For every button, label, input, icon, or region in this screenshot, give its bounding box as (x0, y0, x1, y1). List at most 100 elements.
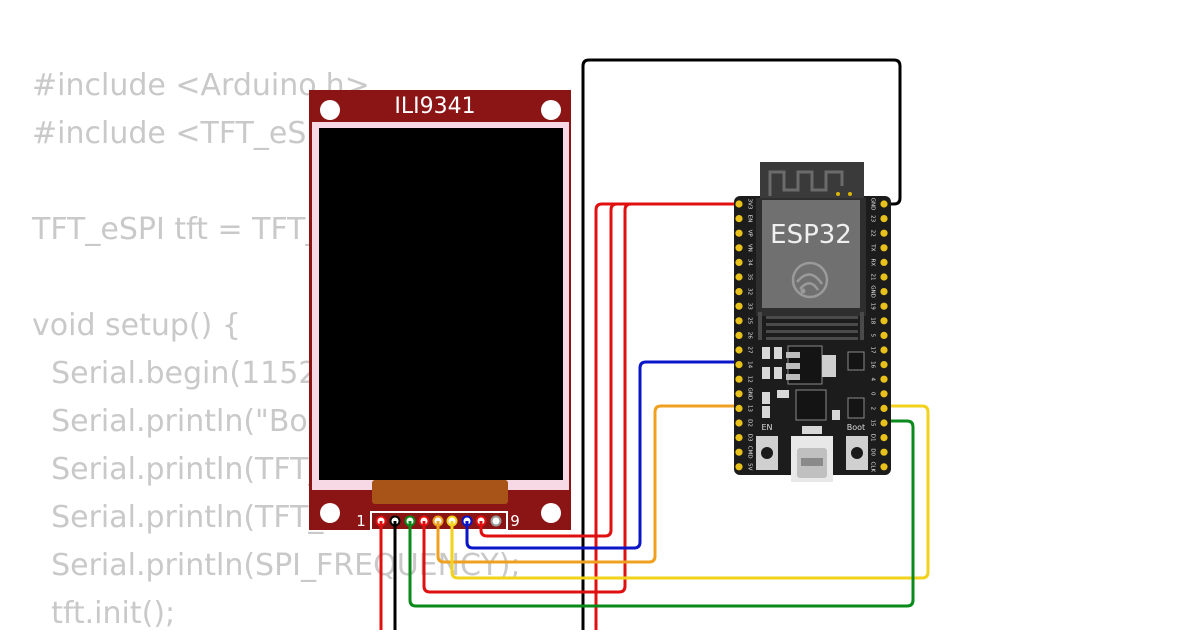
pin-left-12[interactable] (735, 375, 743, 383)
pin-label: 13 (747, 405, 753, 412)
pin-left-35[interactable] (735, 273, 743, 281)
pin-left-26[interactable] (735, 331, 743, 339)
pin-left-32[interactable] (735, 288, 743, 296)
boot-button-label: Boot (847, 423, 865, 432)
wire-led-red[interactable] (479, 202, 739, 538)
pin-label: 16 (870, 361, 876, 368)
esp32-board[interactable]: ESP32 (734, 162, 891, 482)
pin-left-en[interactable] (735, 215, 743, 223)
pin-label: 22 (870, 230, 876, 237)
display-title: ILI9341 (394, 94, 475, 119)
display-flex-cable (372, 480, 508, 504)
pin-right-22[interactable] (880, 229, 888, 237)
pin-label: 0 (870, 392, 876, 396)
pin-label: 25 (747, 317, 753, 324)
pin-right-2[interactable] (880, 404, 888, 412)
module-castellations (758, 312, 864, 340)
pin-right-23[interactable] (880, 215, 888, 223)
pin-label: GND (870, 285, 876, 298)
pin-right-5[interactable] (880, 331, 888, 339)
pin-label-first: 1 (356, 512, 366, 530)
ili9341-display[interactable]: ILI9341 1 9 (309, 90, 571, 531)
pin-label: 32 (747, 288, 753, 295)
pin-label: 5V (747, 463, 753, 470)
pin-right-4[interactable] (880, 375, 888, 383)
pin-label: 17 (870, 347, 876, 354)
display-pin-miso[interactable] (490, 515, 502, 527)
pin-right-19[interactable] (880, 302, 888, 310)
wire-cs-green[interactable] (408, 419, 915, 608)
mount-hole (320, 503, 340, 523)
pin-left-14[interactable] (735, 361, 743, 369)
pin-left-27[interactable] (735, 346, 743, 354)
pin-label: CLK (870, 462, 876, 473)
espressif-logo-icon (791, 261, 829, 299)
pin-label: D1 (870, 434, 876, 442)
pin-label: 4 (870, 377, 876, 381)
wire-dc-orange[interactable] (436, 404, 739, 564)
pin-label: 3V3 (747, 199, 753, 210)
wire-3v3-red[interactable] (594, 202, 739, 630)
pin-label: 23 (870, 215, 876, 222)
pin-label: 19 (870, 303, 876, 310)
pin-right-gnd[interactable] (880, 288, 888, 296)
pin-label: 33 (747, 303, 753, 310)
pin-right-d1[interactable] (880, 434, 888, 442)
pin-left-vp[interactable] (735, 229, 743, 237)
board-title: ESP32 (770, 220, 852, 250)
pin-right-21[interactable] (880, 273, 888, 281)
pin-left-vn[interactable] (735, 244, 743, 252)
pin-left-gnd[interactable] (735, 390, 743, 398)
pin-label: D2 (747, 419, 753, 427)
pin-right-18[interactable] (880, 317, 888, 325)
code-line: tft.init(); (32, 596, 176, 631)
pin-label: GND (747, 387, 753, 400)
pin-left-d2[interactable] (735, 419, 743, 427)
pin-label: 2 (870, 407, 876, 411)
pin-label: 18 (870, 317, 876, 324)
mount-hole (541, 503, 561, 523)
pin-right-tx[interactable] (880, 244, 888, 252)
pin-right-d0[interactable] (880, 448, 888, 456)
pin-right-15[interactable] (880, 419, 888, 427)
pin-label: D3 (747, 434, 753, 442)
module-shield (762, 200, 860, 308)
pin-label: D0 (870, 448, 876, 456)
pin-label: 35 (747, 274, 753, 281)
pin-left-5v[interactable] (735, 463, 743, 471)
pin-left-33[interactable] (735, 302, 743, 310)
pin-right-17[interactable] (880, 346, 888, 354)
pin-label: 26 (747, 332, 753, 339)
pin-right-16[interactable] (880, 361, 888, 369)
wire-gnd-black[interactable] (581, 58, 902, 630)
code-line: void setup() { (32, 308, 241, 343)
en-button[interactable] (756, 436, 778, 470)
mount-hole (541, 100, 561, 120)
antenna-led (848, 192, 852, 196)
pin-right-rx[interactable] (880, 258, 888, 266)
board-components (762, 345, 865, 434)
pin-right-clk[interactable] (880, 463, 888, 471)
pin-left-34[interactable] (735, 258, 743, 266)
pin-label: 27 (747, 347, 753, 354)
pin-label: 12 (747, 376, 753, 383)
pin-label: 15 (870, 420, 876, 427)
pin-left-25[interactable] (735, 317, 743, 325)
pin-right-0[interactable] (880, 390, 888, 398)
antenna-led (836, 192, 840, 196)
wire-sck-blue[interactable] (465, 360, 739, 550)
boot-button[interactable] (846, 436, 868, 470)
pin-left-d3[interactable] (735, 434, 743, 442)
display-screen[interactable] (319, 128, 563, 480)
mount-hole (320, 100, 340, 120)
pin-left-3v3[interactable] (735, 200, 743, 208)
pin-right-gnd[interactable] (880, 200, 888, 208)
code-line: Serial.println(SPI_FREQUENCY); (32, 548, 521, 583)
pin-label: TX (870, 243, 876, 251)
pin-label: 14 (747, 361, 753, 368)
pin-left-cmd[interactable] (735, 448, 743, 456)
wire-mosi-yellow[interactable] (450, 404, 930, 580)
pin-left-13[interactable] (735, 404, 743, 412)
usb-port[interactable] (791, 436, 833, 482)
